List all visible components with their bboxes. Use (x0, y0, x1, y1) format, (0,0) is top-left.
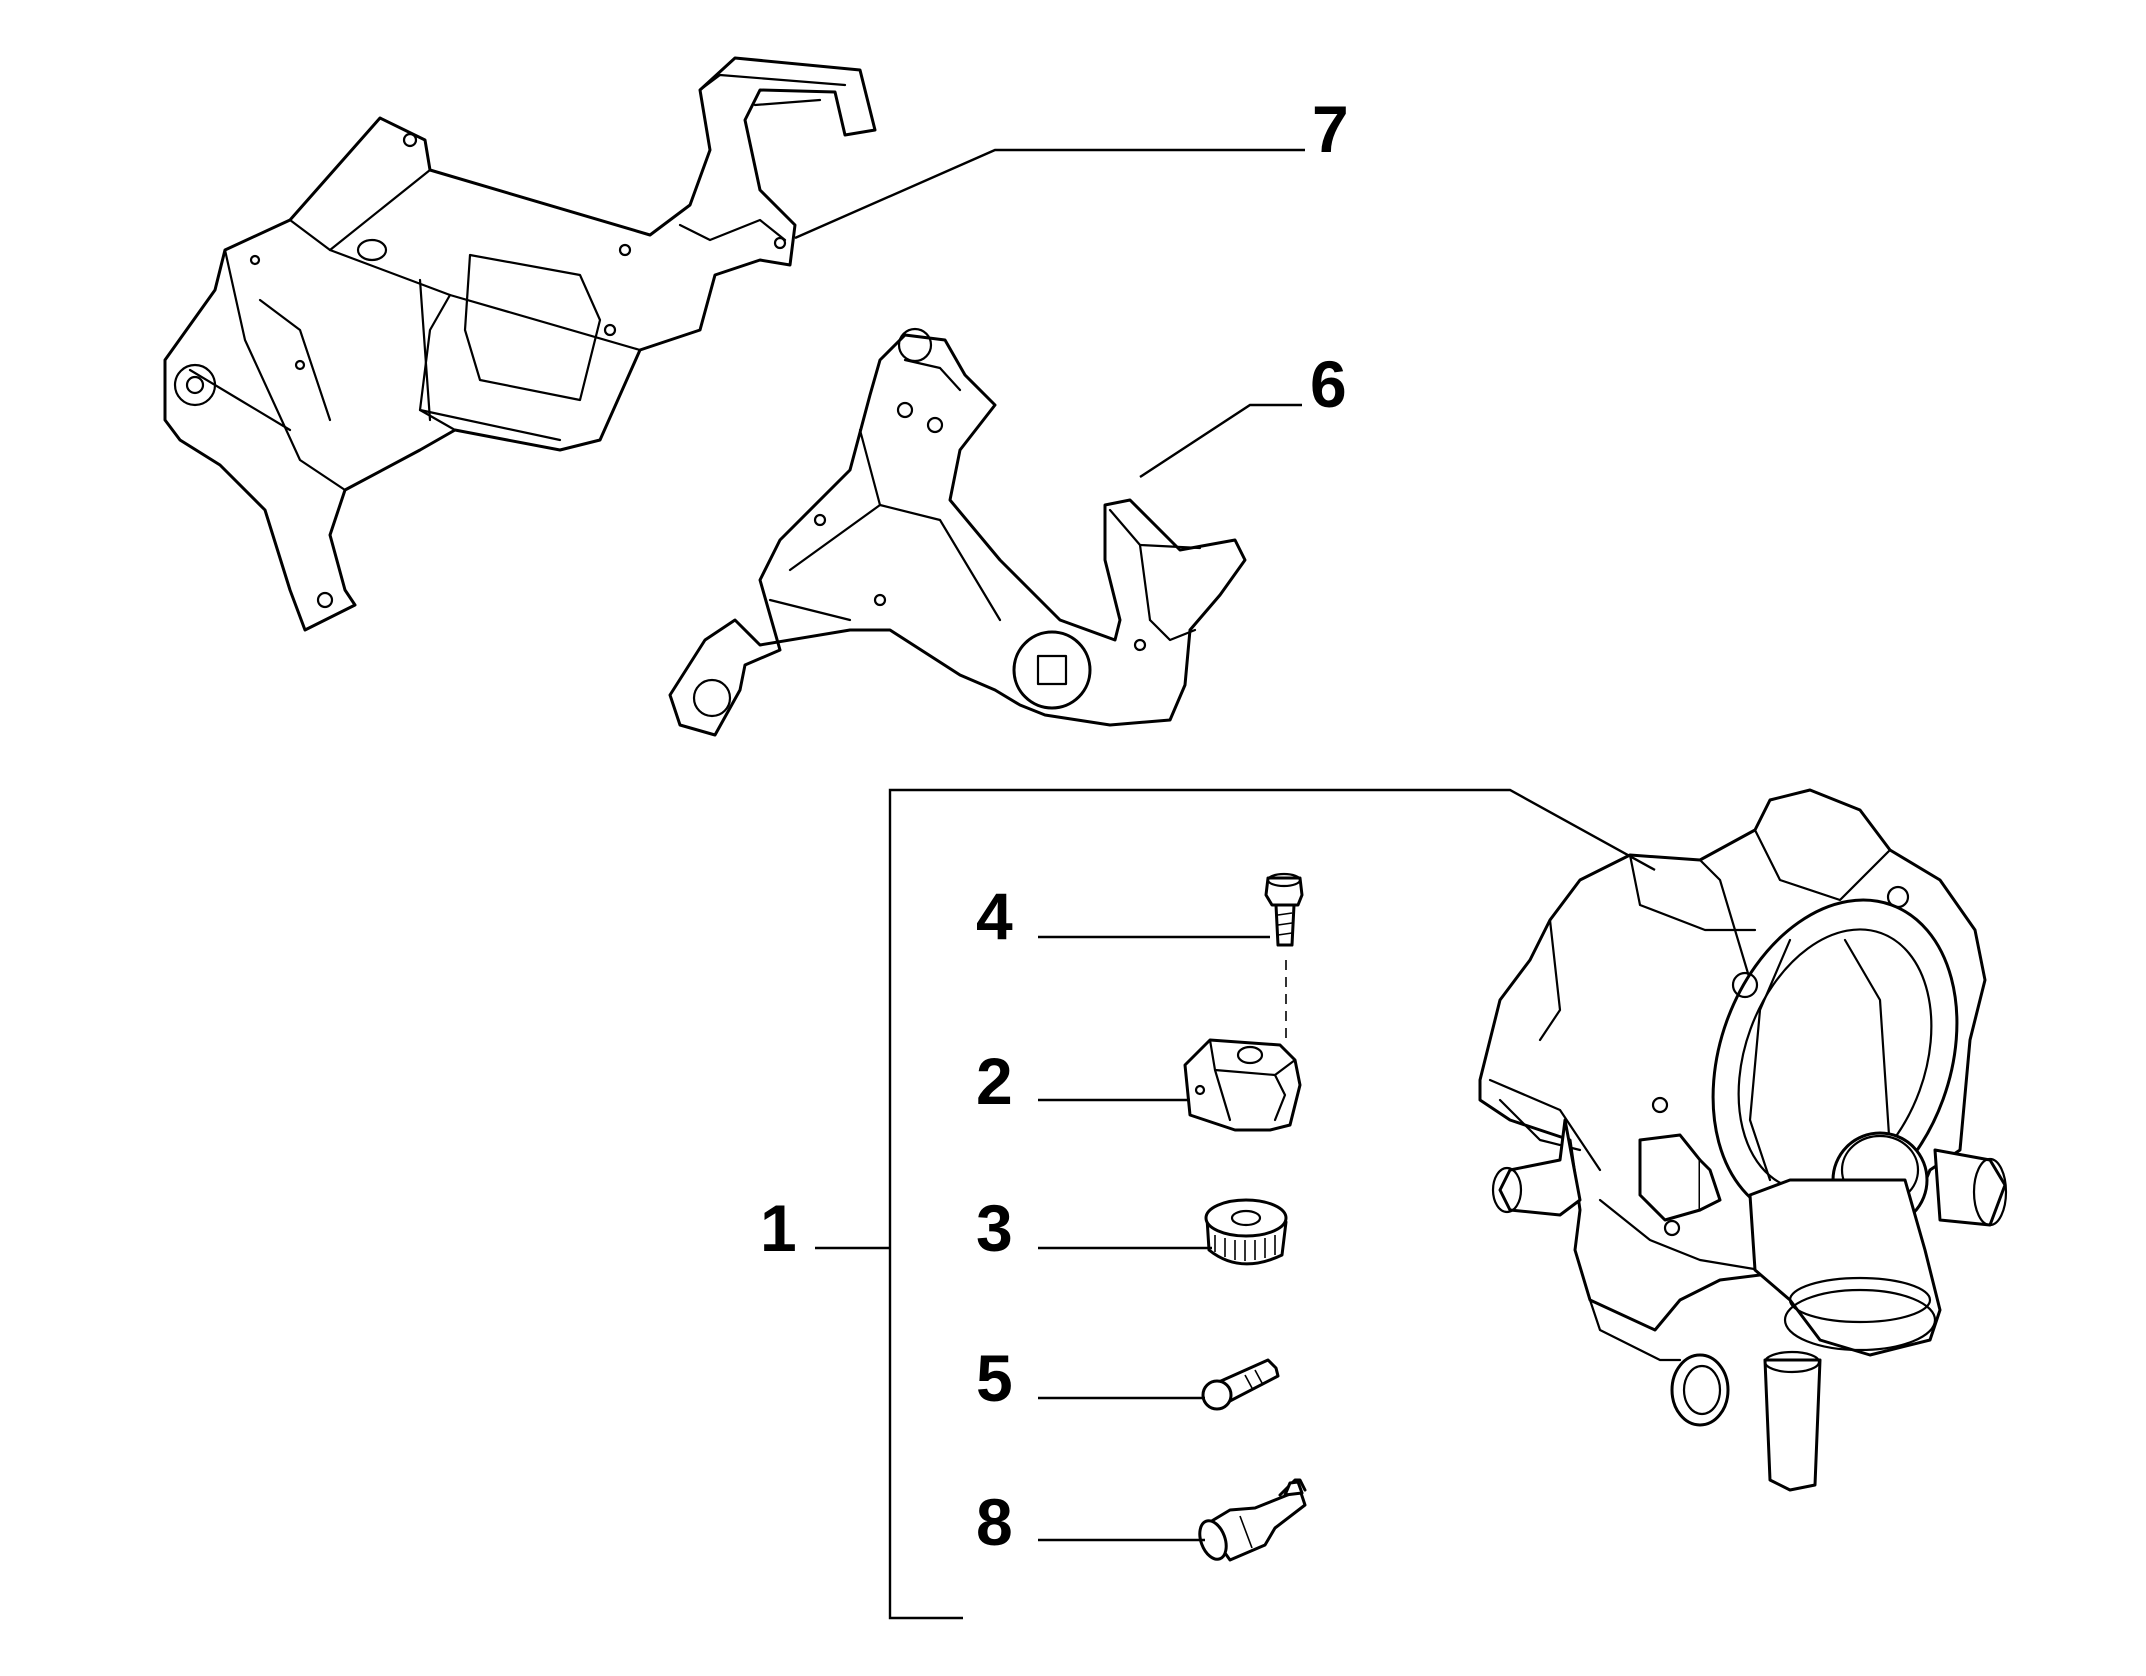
callout-6: 6 (1310, 347, 1347, 421)
sensor-part-8 (1198, 1478, 1307, 1562)
clamp-part-2 (1183, 1038, 1302, 1132)
callout-5: 5 (976, 1341, 1013, 1415)
callout-2: 2 (976, 1044, 1013, 1118)
bracket-part-6 (668, 327, 1247, 737)
callout-3: 3 (976, 1191, 1013, 1265)
bracket-part-7 (163, 56, 877, 632)
callout-8: 8 (976, 1485, 1013, 1559)
grommet-part-3 (1204, 1198, 1288, 1266)
callout-4: 4 (976, 879, 1013, 953)
callout-1: 1 (760, 1191, 797, 1265)
leader-lines (794, 148, 1656, 1620)
callout-7: 7 (1312, 92, 1349, 166)
screw-part-5 (1201, 1358, 1280, 1411)
bolt-part-4 (1264, 872, 1304, 1045)
assembly-part-1 (1478, 788, 2008, 1492)
